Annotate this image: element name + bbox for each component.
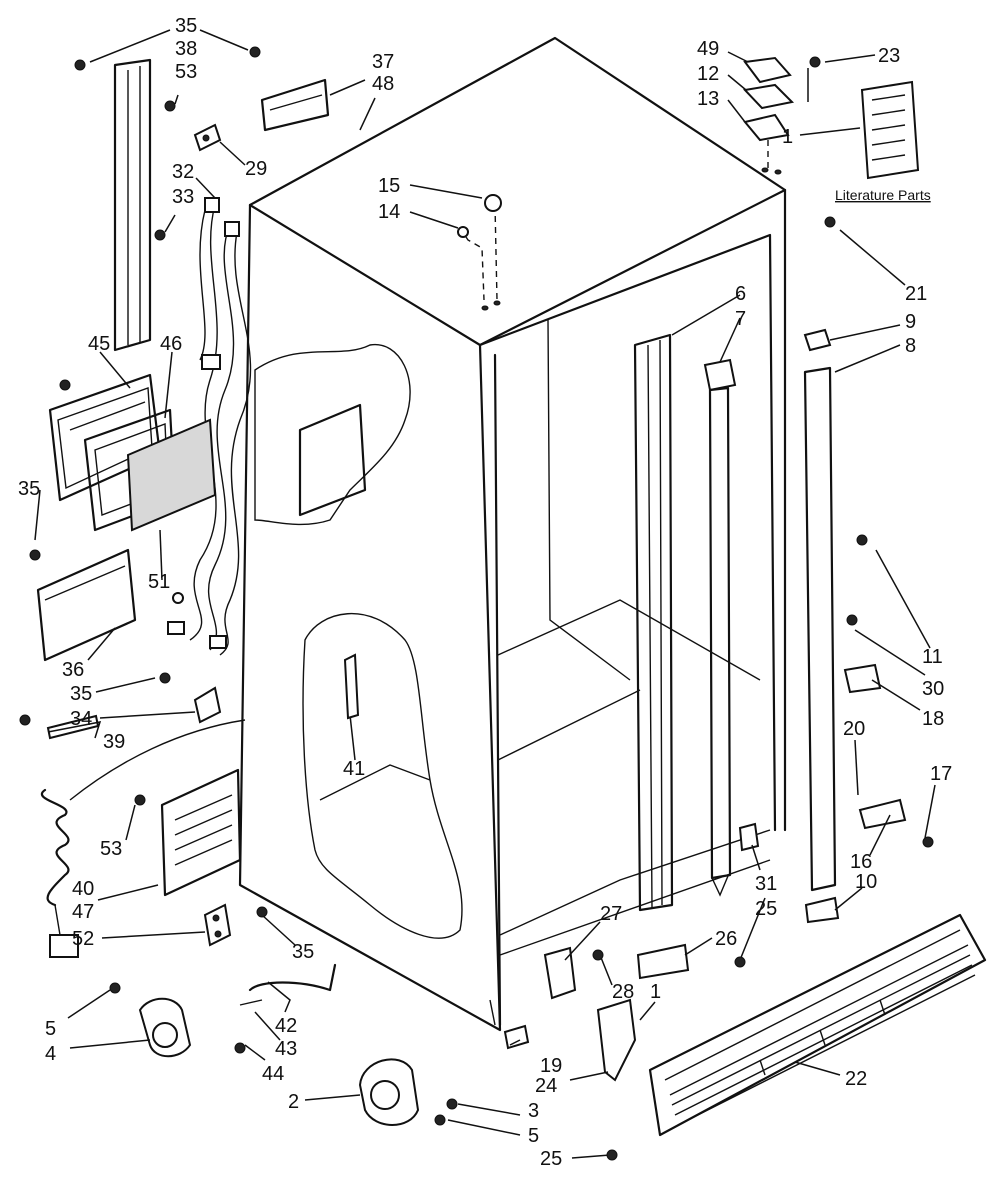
- part-label: 11: [922, 646, 943, 668]
- pad-19: [503, 1024, 530, 1050]
- part-label: 31: [755, 873, 777, 895]
- bracket-31: [738, 822, 760, 852]
- clip-29: [193, 123, 222, 152]
- part-label: 35: [292, 941, 314, 963]
- part-label: 6: [735, 283, 746, 305]
- hinge-18: [843, 663, 882, 694]
- part-label: 5: [528, 1125, 539, 1147]
- part-label: 28: [612, 981, 634, 1003]
- screws: [19, 46, 934, 1161]
- leader-lines: [34, 29, 936, 1159]
- block-26: [636, 943, 690, 980]
- power-cord-40: [40, 719, 246, 958]
- hinge-24: [596, 998, 637, 1082]
- part-label: 18: [922, 708, 944, 730]
- part-label: 19: [540, 1055, 562, 1077]
- front-channel-6: [633, 333, 674, 912]
- bracket-27: [543, 946, 577, 1000]
- part-label: 20: [843, 718, 865, 740]
- part-label: 30: [922, 678, 944, 700]
- part-label: 51: [148, 571, 170, 593]
- part-number-labels: 35 38 53 29 37 48 32 33 15 14 49 12 13 2…: [18, 15, 952, 1170]
- hinge-16: [858, 798, 907, 830]
- part-label: 1: [650, 981, 661, 1003]
- hinge-pieces: [742, 56, 795, 142]
- part-label: 33: [172, 186, 194, 208]
- mullion-7: [703, 358, 737, 897]
- part-label: 46: [160, 333, 182, 355]
- part-label: 36: [62, 659, 84, 681]
- part-label: 21: [905, 283, 927, 305]
- part-label: 29: [245, 158, 267, 180]
- part-label: 40: [72, 878, 94, 900]
- part-label: 44: [262, 1063, 284, 1085]
- part-label: 35: [175, 15, 197, 37]
- part-label: 35: [18, 478, 40, 500]
- top-bracket-37: [260, 78, 330, 132]
- part-label: 9: [905, 311, 916, 333]
- toe-grille-22: [648, 913, 987, 1137]
- part-label: 3: [528, 1100, 539, 1122]
- part-label: 42: [275, 1015, 297, 1037]
- part-label: 32: [172, 161, 194, 183]
- part-label: 25: [755, 898, 777, 920]
- bracket-34: [193, 686, 222, 724]
- side-cutaways: [254, 344, 463, 939]
- block-9: [803, 328, 832, 352]
- part-label: 26: [715, 928, 737, 950]
- part-label: 47: [72, 901, 94, 923]
- part-label: 48: [372, 73, 394, 95]
- part-label: 35: [70, 683, 92, 705]
- strip-8: [803, 366, 837, 892]
- part-label: 17: [930, 763, 952, 785]
- part-label: 14: [378, 201, 400, 223]
- part-label: 45: [88, 333, 110, 355]
- literature-card-1: [860, 80, 920, 180]
- roller-2: [358, 1058, 420, 1126]
- part-label: 34: [70, 708, 92, 730]
- part-label: 38: [175, 38, 197, 60]
- insulation-pad-51: [126, 418, 217, 532]
- part-label: 7: [735, 308, 746, 330]
- cabinet-body: [238, 36, 787, 1032]
- part-label: 27: [600, 903, 622, 925]
- part-label: 53: [100, 838, 122, 860]
- part-label: 37: [372, 51, 394, 73]
- part-label: 4: [45, 1043, 56, 1065]
- part-label: 10: [855, 871, 877, 893]
- panel-36: [36, 548, 137, 662]
- wire-harness: [167, 197, 252, 656]
- part-label: 25: [540, 1148, 562, 1170]
- part-label: 13: [697, 88, 719, 110]
- part-label: 41: [343, 758, 365, 780]
- compressor-plate-47: [160, 768, 242, 897]
- part-label: 1: [782, 126, 793, 148]
- left-trim-strip: [113, 58, 152, 352]
- bracket-52: [203, 903, 232, 947]
- part-label: 24: [535, 1075, 557, 1097]
- part-label: 53: [175, 61, 197, 83]
- part-label: 39: [103, 731, 125, 753]
- part-label: 8: [905, 335, 916, 357]
- part-label: 12: [697, 63, 719, 85]
- part-label: 23: [878, 45, 900, 67]
- part-label: 15: [378, 175, 400, 197]
- part-label: 49: [697, 38, 719, 60]
- part-label: 2: [288, 1091, 299, 1113]
- part-label: 22: [845, 1068, 867, 1090]
- literature-parts-caption: Literature Parts: [835, 187, 931, 203]
- block-10: [804, 896, 840, 924]
- tube-42: [239, 963, 337, 1006]
- part-label: 16: [850, 851, 872, 873]
- part-label: 5: [45, 1018, 56, 1040]
- part-label: 52: [72, 928, 94, 950]
- part-label: 43: [275, 1038, 297, 1060]
- caster-4: [138, 997, 192, 1058]
